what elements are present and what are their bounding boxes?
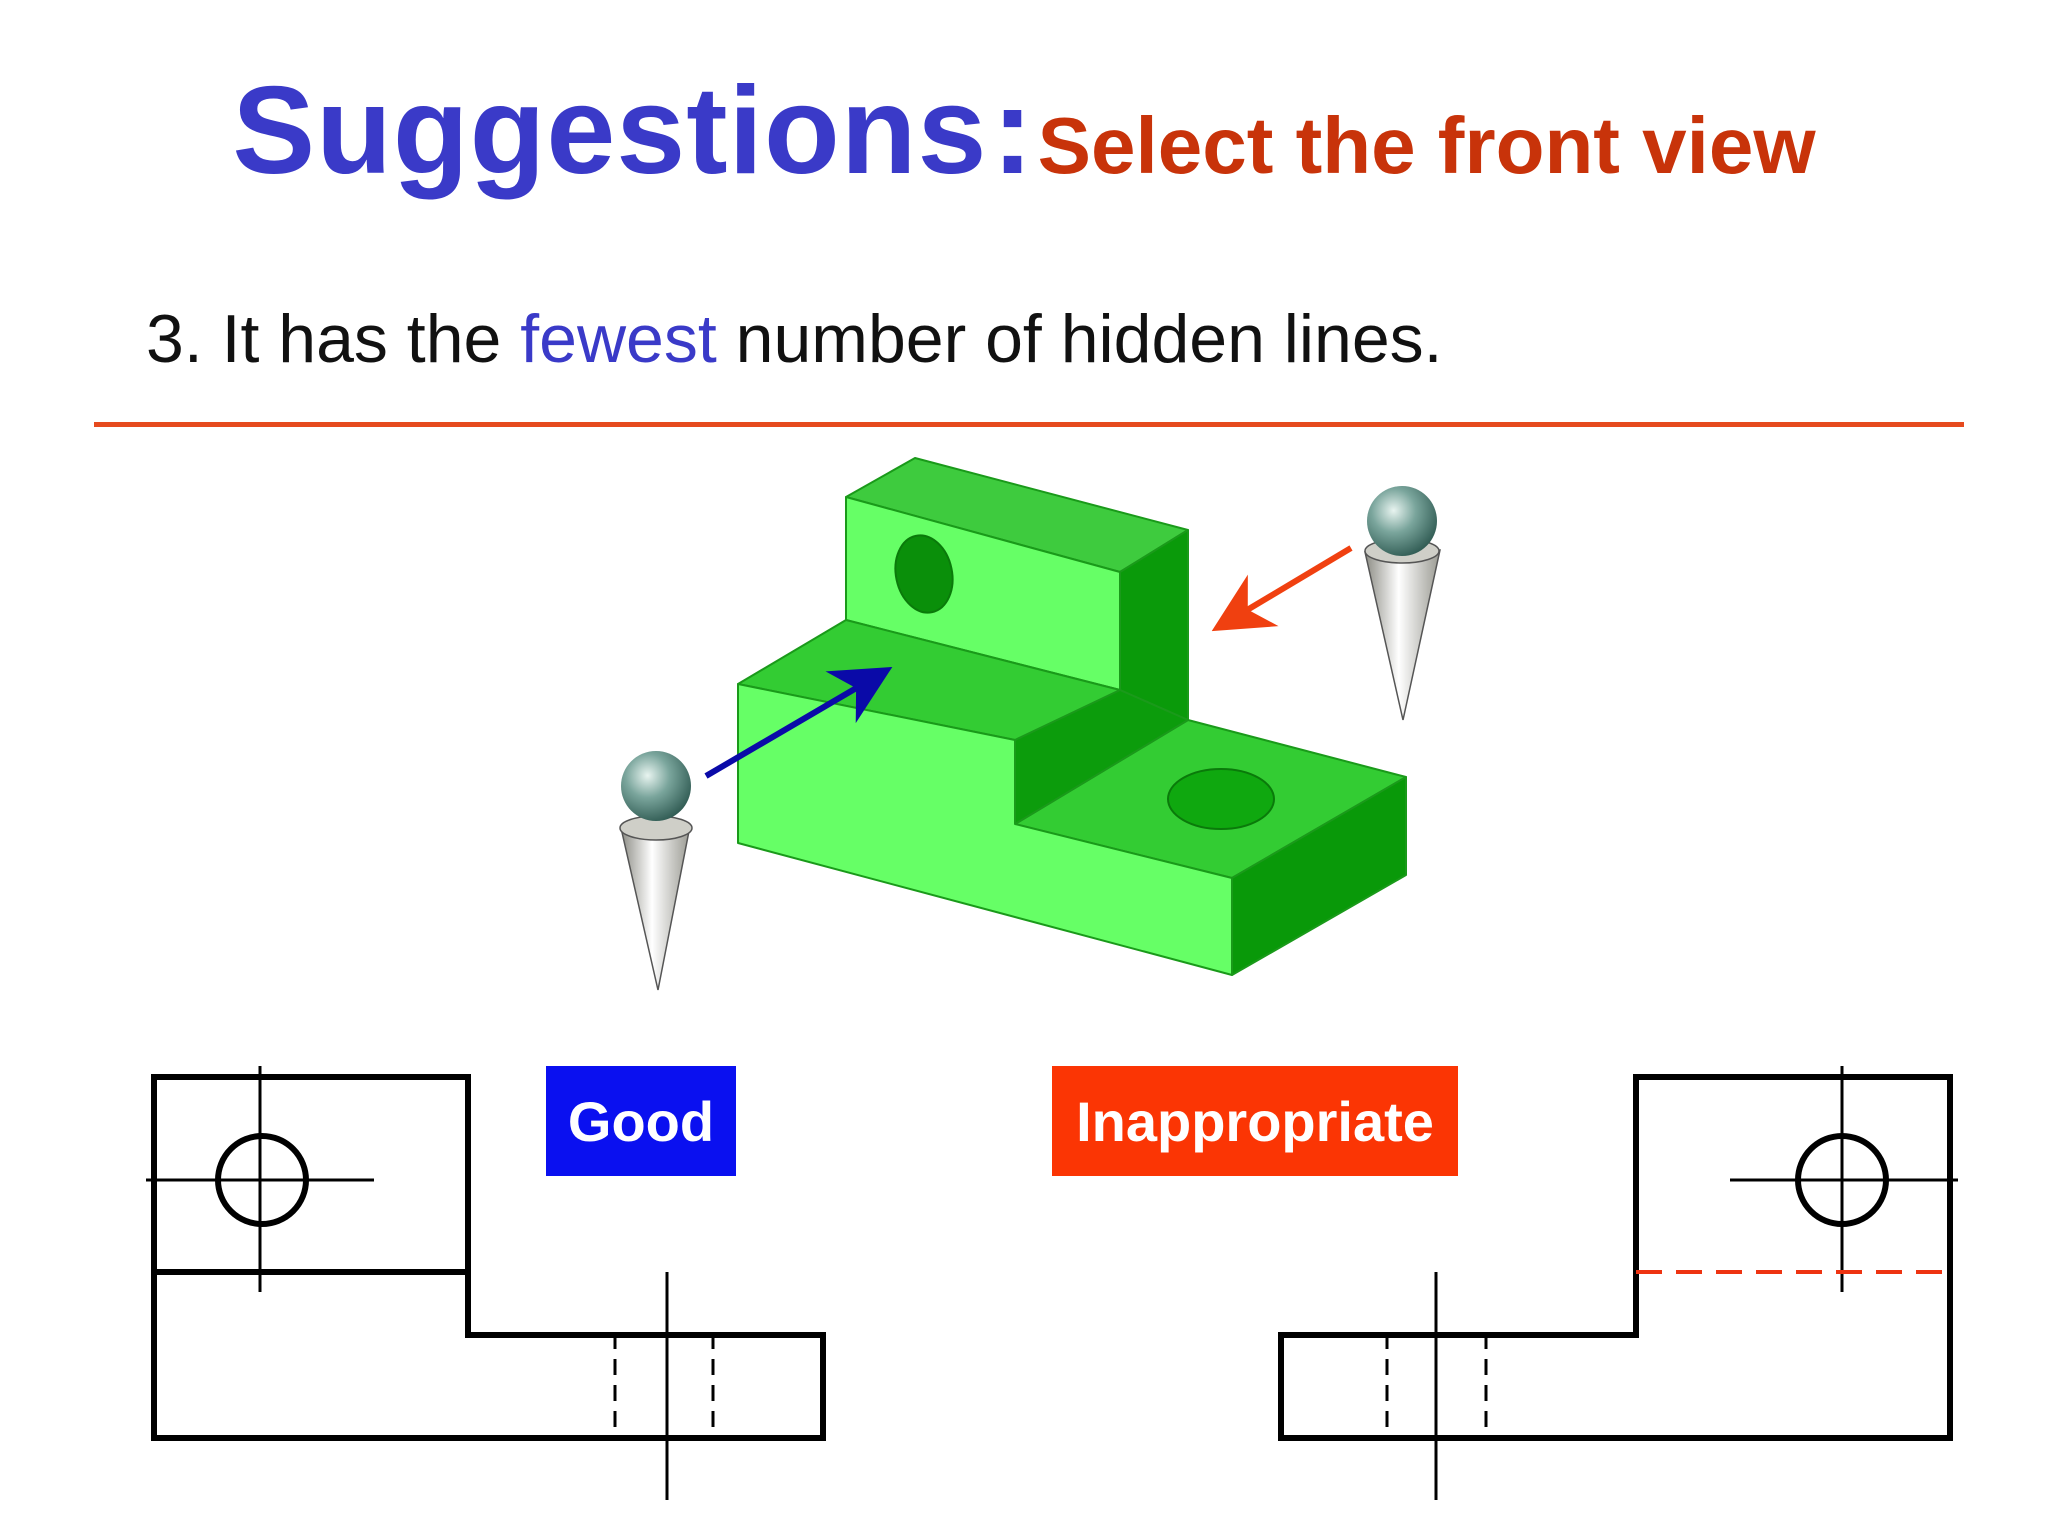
- suggestion-point: 3. It has the fewest number of hidden li…: [146, 300, 1443, 378]
- good-label: Good: [546, 1066, 736, 1176]
- title-subtitle: Select the front view: [1037, 101, 1816, 190]
- front-view-good: [146, 1066, 826, 1500]
- title-separator: :: [991, 62, 1034, 200]
- slide-title: Suggestions : Select the front view: [0, 60, 2048, 202]
- viewer-right-ball: [1367, 486, 1437, 556]
- point-prefix: 3. It has the: [146, 301, 521, 377]
- title-main: Suggestions: [232, 62, 988, 200]
- bad-outline: [1278, 1074, 1953, 1441]
- viewer-right: [1364, 486, 1441, 721]
- upright-hole: [894, 534, 954, 614]
- arrow-good-direction: [704, 666, 893, 779]
- viewer-left: [619, 751, 693, 991]
- inappropriate-label: Inappropriate: [1052, 1066, 1458, 1176]
- viewer-left-ball: [621, 751, 691, 821]
- point-suffix: number of hidden lines.: [716, 301, 1443, 377]
- isometric-block: [737, 457, 1407, 976]
- point-highlight: fewest: [520, 301, 717, 377]
- good-outline: [151, 1074, 826, 1441]
- base-front-face: [737, 683, 1233, 976]
- front-view-inappropriate: [1278, 1066, 1958, 1500]
- divider-rule: [94, 422, 1964, 427]
- arrow-bad-direction: [1211, 545, 1353, 632]
- base-hole: [1167, 768, 1275, 830]
